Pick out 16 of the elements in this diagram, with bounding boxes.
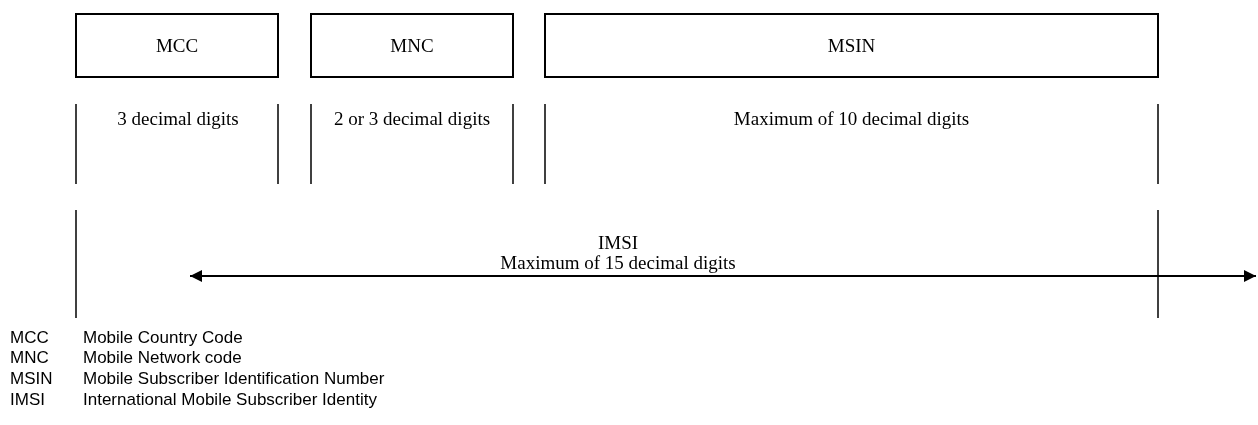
definition-text: Mobile Country Code <box>83 328 243 348</box>
definition-text: Mobile Subscriber Identification Number <box>83 369 385 389</box>
field-box: MCC <box>75 13 279 78</box>
size-text: Maximum of 10 decimal digits <box>732 108 971 130</box>
abbreviation-text: MNC <box>10 348 49 368</box>
field-box: MSIN <box>544 13 1159 78</box>
definition-text: International Mobile Subscriber Identity <box>83 390 377 410</box>
field-box: MNC <box>310 13 514 78</box>
abbreviation-text: IMSI <box>10 390 45 410</box>
total-heading: IMSI <box>596 232 640 254</box>
size-text: 2 or 3 decimal digits <box>332 108 492 130</box>
size-text: Maximum of 15 decimal digits <box>499 252 737 274</box>
definition-text: Mobile Network code <box>83 348 242 368</box>
abbreviation-text: MCC <box>10 328 49 348</box>
size-text: 3 decimal digits <box>116 108 240 130</box>
abbreviation-text: MSIN <box>10 369 53 389</box>
